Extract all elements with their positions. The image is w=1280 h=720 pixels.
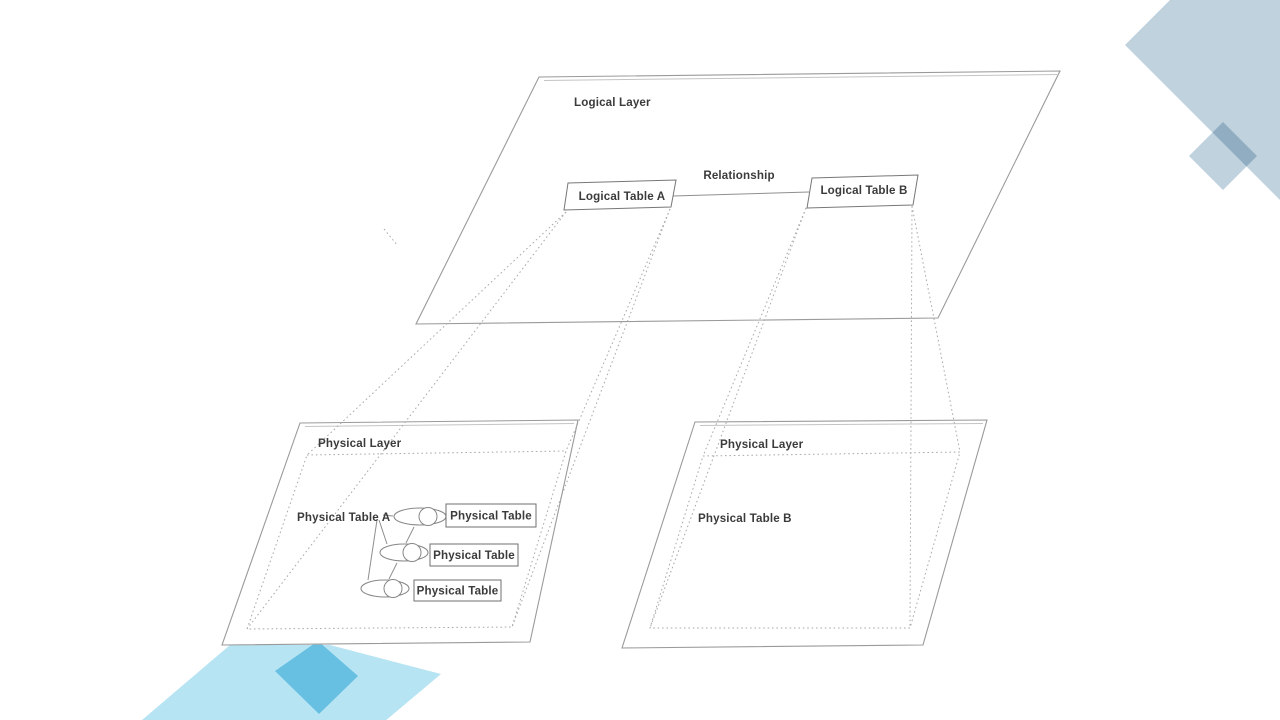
logical-table-b-shape — [806, 174, 919, 209]
relationship-line — [672, 191, 810, 197]
projection-rays-table-b — [649, 205, 961, 629]
physical-layer-b-sketch-stroke — [699, 423, 984, 426]
physical-table-box-2-label: Physical Table — [433, 549, 515, 562]
decor-large-diamond-top-right — [1125, 0, 1280, 200]
venn-overlap-icon-3 — [360, 579, 410, 598]
decor-small-diamond-bottom-left — [275, 641, 358, 714]
physical-table-a-label: Physical Table A — [297, 511, 391, 524]
logical-layer-plane — [415, 70, 1061, 325]
join-connectors — [367, 514, 415, 581]
logical-layer-sketch-stroke — [543, 74, 1058, 81]
logical-table-a-label: Logical Table A — [579, 190, 666, 203]
projection-rays-table-a — [246, 208, 671, 630]
physical-layer-a-inner-boundary — [246, 450, 567, 630]
physical-layer-b-plane — [621, 419, 988, 649]
physical-table-box-2 — [429, 543, 519, 567]
physical-layer-a-sketch-stroke — [304, 423, 575, 427]
decor-small-diamond-top-right — [1189, 122, 1257, 190]
logical-table-a-shape — [563, 179, 677, 211]
relationship-label: Relationship — [703, 169, 774, 182]
physical-table-box-1-label: Physical Table — [450, 510, 532, 523]
decor-top-right — [1125, 0, 1280, 200]
physical-layer-b-title: Physical Layer — [720, 438, 804, 451]
physical-layer-a-title: Physical Layer — [318, 437, 402, 450]
physical-table-box-1 — [445, 503, 537, 528]
decor-bottom-left — [142, 641, 441, 720]
physical-table-b-label: Physical Table B — [698, 512, 792, 525]
logical-layer-title: Logical Layer — [574, 96, 651, 109]
logical-table-b-label: Logical Table B — [820, 184, 907, 197]
venn-overlap-icon-2 — [379, 543, 429, 562]
physical-table-box-3-label: Physical Table — [417, 585, 499, 598]
venn-overlap-icon-1 — [393, 507, 447, 526]
physical-table-box-3 — [413, 579, 502, 602]
stray-sketch-mark — [383, 228, 399, 247]
